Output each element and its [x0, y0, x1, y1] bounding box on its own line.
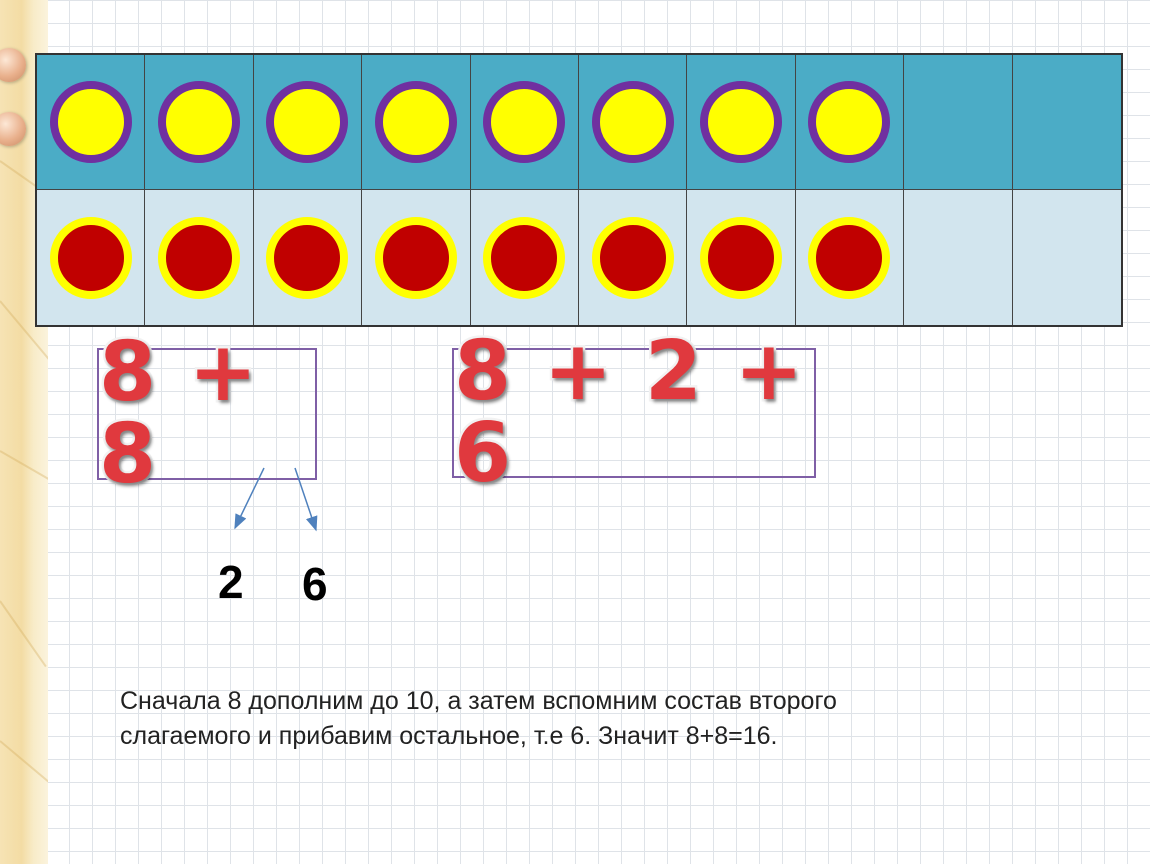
top-row-cell [1012, 55, 1121, 190]
decomposition-part-6: 6 [302, 558, 328, 610]
explanation-text: Сначала 8 дополним до 10, а затем вспомн… [120, 684, 960, 754]
red-counter-icon [700, 216, 783, 299]
pearl-bead-icon [0, 112, 26, 146]
explanation-line-1: Сначала 8 дополним до 10, а затем вспомн… [120, 687, 837, 715]
red-counter-icon [808, 216, 891, 299]
pearl-bead-icon [0, 48, 26, 82]
bottom-row-cell [687, 190, 796, 325]
red-counter-icon [591, 216, 674, 299]
ten-frame-table [35, 53, 1123, 327]
bottom-row-cell [579, 190, 688, 325]
expression-text: 8 + 8 [97, 325, 260, 502]
yellow-counter-icon [374, 81, 457, 163]
red-counter-icon [374, 216, 457, 299]
yellow-counter-icon [483, 81, 566, 163]
top-row-cell [795, 55, 905, 190]
yellow-counter-icon [700, 81, 783, 163]
yellow-counter-icon [591, 81, 674, 163]
yellow-counter-icon [49, 81, 132, 163]
explanation-line-2: слагаемого и прибавим остальное, т.е 6. … [120, 722, 778, 750]
top-row-cell [37, 55, 146, 190]
expression-box-8-plus-2-plus-6: 8 + 2 + 6 [452, 328, 816, 497]
top-row-cell [579, 55, 688, 190]
bottom-row-cell [37, 190, 146, 325]
top-row-cell [687, 55, 796, 190]
top-row-cell [253, 55, 363, 190]
expression-box-8-plus-8: 8 + 8 [97, 329, 317, 498]
bottom-row-cell [145, 190, 254, 325]
top-row-cell [904, 55, 1013, 190]
top-row-cell [362, 55, 471, 190]
red-counter-icon [158, 216, 241, 299]
bottom-row-cell [470, 190, 579, 325]
red-counter-icon [49, 216, 132, 299]
bottom-row-cell [362, 190, 471, 325]
top-row-cell [145, 55, 254, 190]
red-counter-icon [483, 216, 566, 299]
red-counter-icon [266, 216, 349, 299]
decomposition-part-2: 2 [218, 556, 244, 608]
yellow-counter-icon [158, 81, 241, 163]
yellow-counter-icon [808, 81, 891, 163]
yellow-counter-icon [266, 81, 349, 163]
bottom-row-cell [1012, 190, 1121, 325]
bottom-row-cell [904, 190, 1013, 325]
expression-text: 8 + 2 + 6 [452, 324, 806, 501]
bottom-row-cell [253, 190, 363, 325]
top-row-cell [470, 55, 579, 190]
bottom-row-cell [795, 190, 905, 325]
